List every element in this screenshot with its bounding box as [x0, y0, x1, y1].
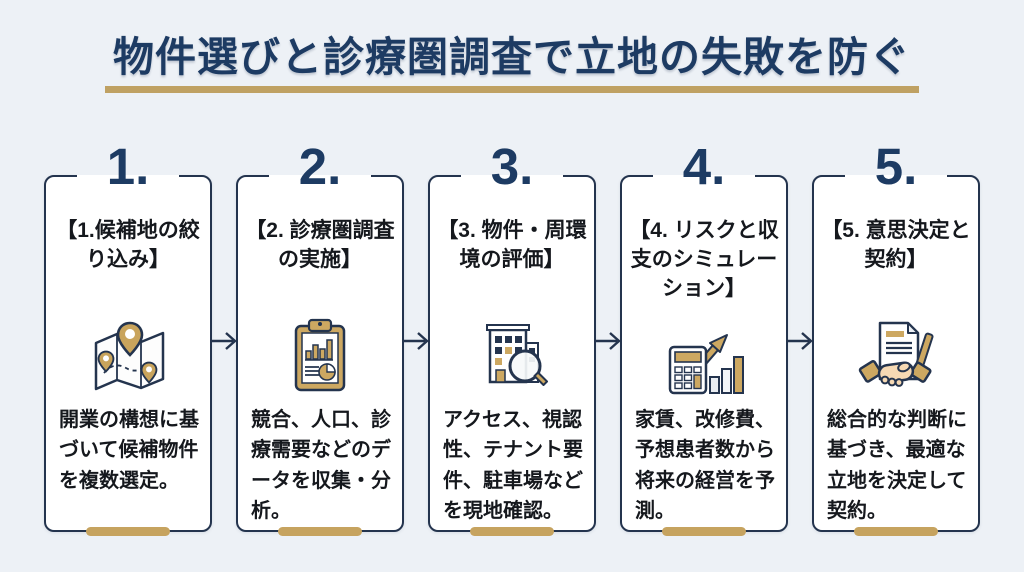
step-heading: 【2. 診療圏調査の実施】 — [245, 219, 395, 271]
step-heading: 【3. 物件・周環境の評価】 — [437, 219, 587, 271]
step-number: 1. — [106, 138, 150, 195]
clipboard-chart-icon — [238, 307, 402, 407]
border-gap — [653, 170, 755, 180]
border-gap — [269, 170, 371, 180]
border-gap — [77, 170, 179, 180]
card-accent-bar — [854, 527, 938, 536]
step-card-1: 1. 【1.候補地の絞り込み】 — [44, 140, 212, 536]
map-pins-icon — [46, 307, 210, 407]
step-number: 4. — [682, 138, 726, 195]
step-card-5: 5. 【5. 意思決定と契約】 — [812, 140, 980, 536]
building-magnifier-icon — [430, 307, 594, 407]
step-card-3: 3. 【3. 物件・周環境の評価】 — [428, 140, 596, 536]
step-description: 競合、人口、診療需要などのデータを収集・分析。 — [251, 409, 391, 523]
step-description: 総合的な判断に基づき、最適な立地を決定して契約。 — [827, 409, 967, 523]
arrow-right-icon — [595, 332, 621, 350]
step-number: 2. — [298, 138, 342, 195]
page-title: 物件選びと診療圏調査で立地の失敗を防ぐ — [105, 34, 919, 94]
step-card-4: 4. 【4. リスクと収支のシミュレーション】 — [620, 140, 788, 536]
arrow-right-icon — [211, 332, 237, 350]
card-accent-bar — [662, 527, 746, 536]
card-accent-bar — [470, 527, 554, 536]
arrow-right-icon — [787, 332, 813, 350]
handshake-contract-icon — [814, 307, 978, 407]
border-gap — [845, 170, 947, 180]
card-accent-bar — [278, 527, 362, 536]
step-number: 3. — [490, 138, 534, 195]
header: 物件選びと診療圏調査で立地の失敗を防ぐ — [0, 34, 1024, 94]
calculator-growth-icon — [622, 307, 786, 407]
step-heading: 【4. リスクと収支のシミュレーション】 — [629, 219, 779, 300]
step-description: 家賃、改修費、予想患者数から将来の経営を予測。 — [635, 409, 775, 523]
arrow-right-icon — [403, 332, 429, 350]
step-number: 5. — [874, 138, 918, 195]
border-gap — [461, 170, 563, 180]
card-accent-bar — [86, 527, 170, 536]
step-heading: 【1.候補地の絞り込み】 — [56, 219, 200, 271]
process-steps-row: 1. 【1.候補地の絞り込み】 — [44, 140, 980, 536]
step-description: アクセス、視認性、テナント要件、駐車場などを現地確認。 — [443, 409, 583, 523]
step-card-2: 2. 【2. 診療圏調査の実施】 競合、人口、診 — [236, 140, 404, 536]
step-description: 開業の構想に基づいて候補物件を複数選定。 — [59, 409, 199, 492]
step-heading: 【5. 意思決定と契約】 — [821, 219, 971, 271]
